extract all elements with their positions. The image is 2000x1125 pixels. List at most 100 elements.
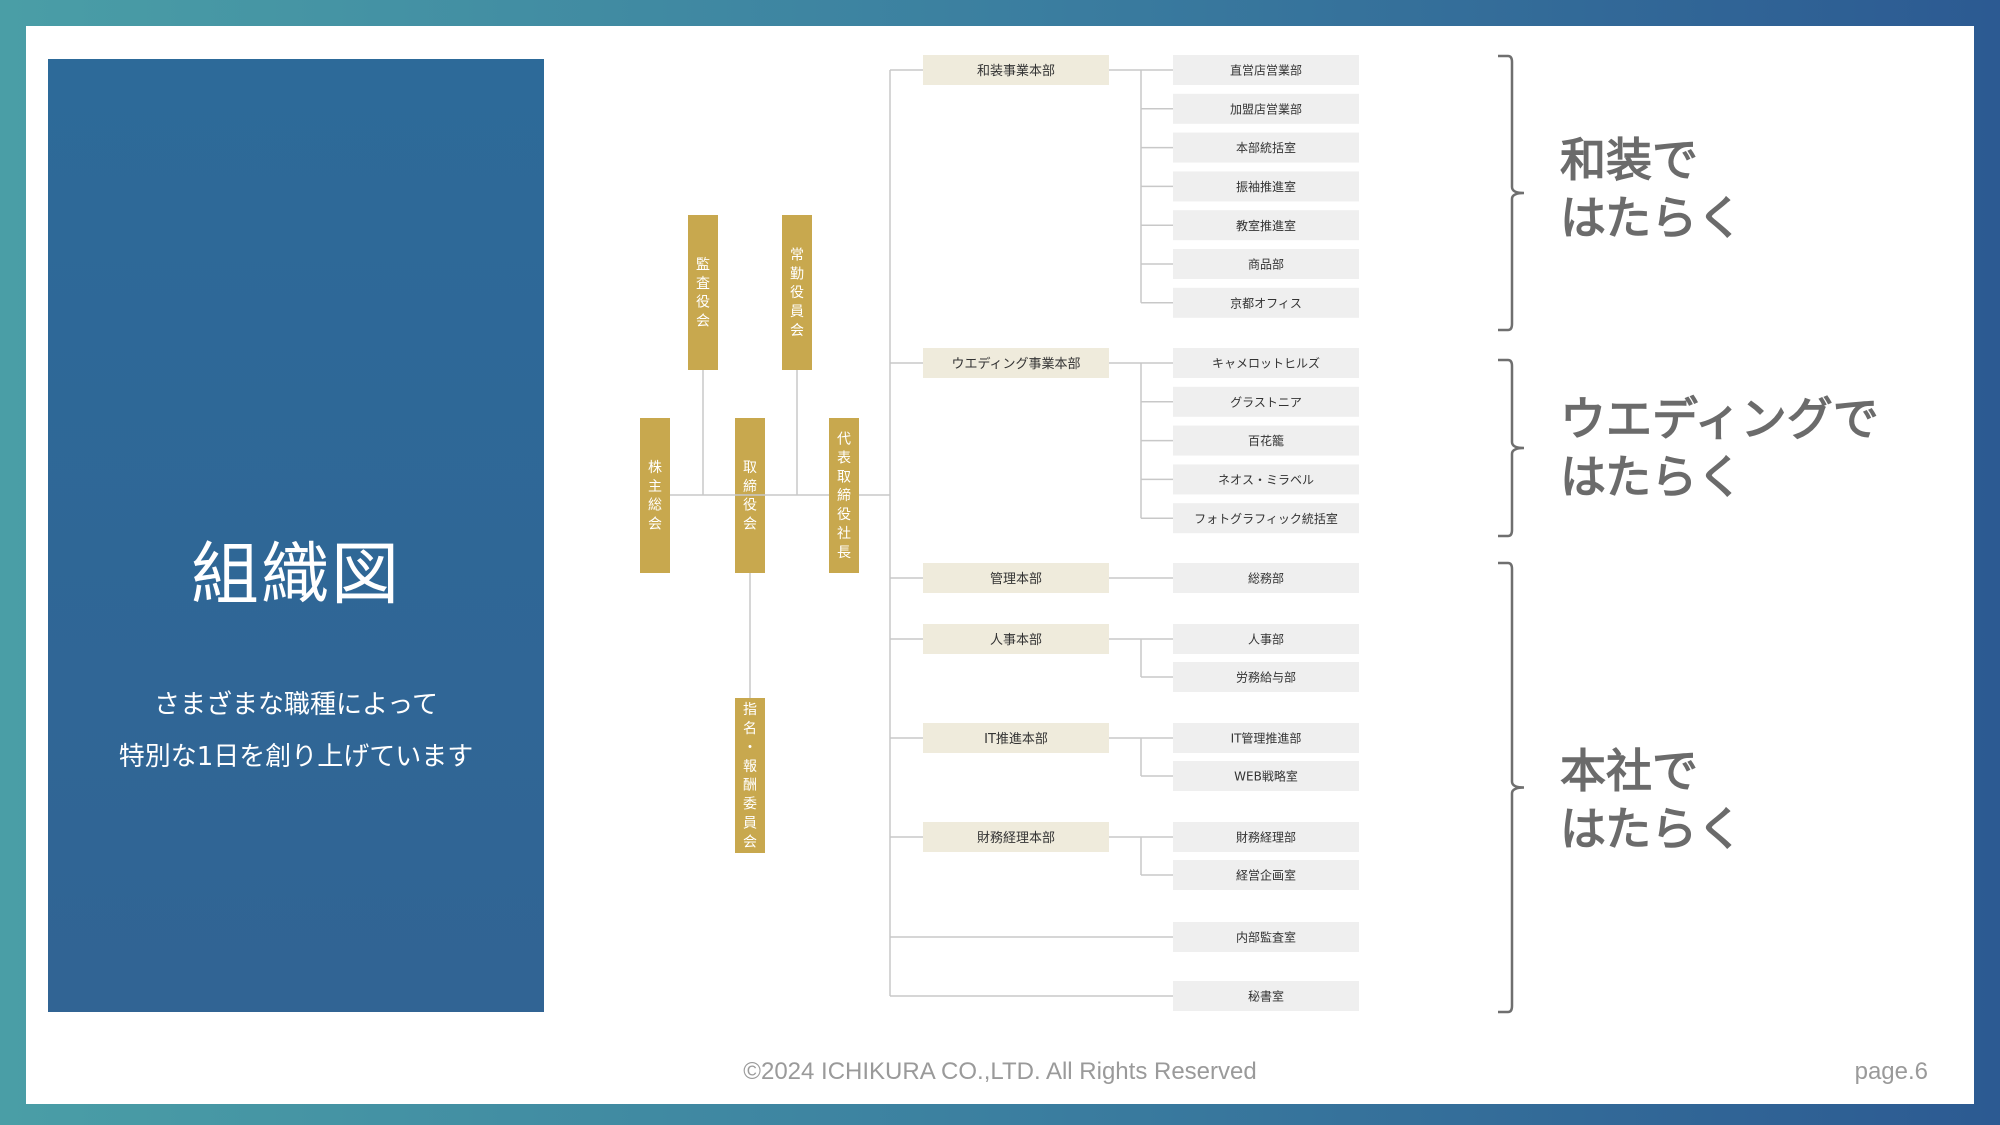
dept-0-5-box (1173, 249, 1359, 279)
dept-1-4-label: フォトグラフィック統括室 (1194, 511, 1338, 526)
dept-0-1-label: 加盟店営業部 (1230, 101, 1302, 116)
dept-5-0-box (1173, 822, 1359, 852)
dept-1-0-box (1173, 348, 1359, 378)
standalone-1-label: 秘書室 (1248, 989, 1284, 1004)
standalone-0-label: 内部監査室 (1236, 930, 1296, 945)
torishimariyakukai-char: 締 (743, 478, 757, 495)
daihyo-torishimariyaku-char: 取 (837, 469, 851, 485)
shimei-houshuu-iinkai-char: 指 (743, 702, 757, 718)
shimei-houshuu-iinkai-char: 名 (743, 721, 757, 737)
daihyo-torishimariyaku-char: 締 (837, 487, 851, 504)
dept-0-6-box (1173, 287, 1359, 318)
kansayakukai-char: 役 (696, 295, 710, 311)
standalone-1-box (1173, 981, 1359, 1011)
division-2-label: 管理本部 (990, 572, 1042, 587)
dept-3-0-box (1173, 624, 1359, 654)
bracket-wasou (1498, 54, 1525, 332)
kabunushi-soukai-char: 株 (648, 460, 662, 476)
daihyo-torishimariyaku-char: 役 (837, 507, 851, 523)
page-title: 組織図 (190, 536, 401, 615)
dept-0-5-label: 商品部 (1248, 257, 1284, 272)
dept-0-4-box (1173, 210, 1359, 241)
dept-1-0-label: キャメロットヒルズ (1212, 356, 1320, 371)
shimei-houshuu-iinkai-box (735, 698, 765, 853)
division-0-box (923, 55, 1109, 85)
dept-4-0-box (1173, 723, 1359, 753)
dept-0-2-label: 本部統括室 (1236, 140, 1296, 155)
joukinyakuinkai-box (782, 215, 812, 370)
dept-0-1-box (1173, 93, 1359, 124)
dept-3-1-box (1173, 662, 1359, 692)
division-5-label: 財務経理本部 (977, 831, 1055, 846)
division-3-label: 人事本部 (990, 633, 1042, 648)
dept-5-0-label: 財務経理部 (1236, 830, 1296, 845)
joukinyakuinkai-char: 常 (790, 247, 804, 263)
dept-1-3-label: ネオス・ミラベル (1218, 473, 1314, 487)
joukinyakuinkai-char: 員 (790, 304, 804, 320)
dept-2-0-label: 総務部 (1248, 571, 1284, 586)
division-3-box (923, 624, 1109, 654)
dept-1-2-box (1173, 425, 1359, 456)
dept-3-1-label: 労務給与部 (1236, 670, 1296, 685)
copyright: ©2024 ICHIKURA CO.,LTD. All Rights Reser… (743, 1058, 1257, 1085)
kabunushi-soukai-char: 総 (648, 498, 662, 514)
group-label-wasou: 和装ではたらく (1560, 133, 1744, 245)
dept-3-0-label: 人事部 (1248, 632, 1284, 647)
subtitle-line-1: さまざまな職種によって (154, 690, 438, 720)
division-0-label: 和装事業本部 (977, 63, 1055, 79)
joukinyakuinkai-char: 勤 (790, 266, 804, 282)
dept-0-4-label: 教室推進室 (1236, 218, 1296, 233)
page-number: page.6 (1854, 1058, 1928, 1085)
kabunushi-soukai-char: 主 (648, 479, 662, 495)
shimei-houshuu-iinkai-char: 委 (743, 797, 757, 813)
dept-1-1-box (1173, 386, 1359, 417)
shimei-houshuu-iinkai-char: 酬 (743, 778, 757, 794)
kansayakukai-char: 査 (696, 276, 710, 292)
standalone-0-box (1173, 922, 1359, 952)
daihyo-torishimariyaku-char: 表 (837, 450, 851, 466)
dept-0-0-label: 直営店営業部 (1230, 63, 1302, 78)
bracket-honsha (1498, 561, 1525, 1014)
dept-1-1-label: グラストニア (1230, 395, 1302, 409)
dept-4-1-label: WEB戦略室 (1234, 769, 1298, 784)
dept-0-2-box (1173, 132, 1359, 163)
dept-4-1-box (1173, 761, 1359, 791)
daihyo-torishimariyaku-char: 長 (837, 545, 851, 561)
dept-1-4-box (1173, 503, 1359, 534)
joukinyakuinkai-char: 会 (790, 323, 804, 339)
bracket-wedding (1498, 358, 1525, 538)
dept-1-2-label: 百花籠 (1248, 433, 1284, 448)
shimei-houshuu-iinkai-char: 報 (743, 759, 757, 775)
kansayakukai-box (688, 215, 718, 370)
kansayakukai-char: 監 (696, 256, 710, 273)
dept-1-3-box (1173, 464, 1359, 495)
daihyo-torishimariyaku-box (829, 418, 859, 573)
division-1-box (923, 348, 1109, 378)
division-1-label: ウエディング事業本部 (951, 356, 1080, 372)
dept-0-6-label: 京都オフィス (1230, 296, 1302, 310)
division-2-box (923, 563, 1109, 593)
dept-0-3-label: 振袖推進室 (1236, 179, 1296, 194)
division-5-box (923, 822, 1109, 852)
group-label-honsha: 本社ではたらく (1560, 744, 1744, 856)
subtitle: さまざまな職種によって 特別な1日を創り上げています (48, 679, 544, 783)
shimei-houshuu-iinkai-char: 会 (743, 834, 757, 850)
dept-5-1-box (1173, 860, 1359, 890)
torishimariyakukai-char: 役 (743, 498, 757, 514)
daihyo-torishimariyaku-char: 代 (837, 432, 851, 448)
torishimariyakukai-char: 取 (743, 460, 757, 476)
dept-4-0-label: IT管理推進部 (1231, 731, 1302, 746)
daihyo-torishimariyaku-char: 社 (837, 526, 851, 542)
division-4-label: IT推進本部 (984, 732, 1048, 747)
left-panel: 組織図 さまざまな職種によって 特別な1日を創り上げています (48, 59, 544, 1012)
shimei-houshuu-iinkai-char: 員 (743, 815, 757, 831)
joukinyakuinkai-char: 役 (790, 285, 804, 301)
torishimariyakukai-char: 会 (743, 517, 757, 533)
dept-0-3-box (1173, 171, 1359, 202)
dept-5-1-label: 経営企画室 (1236, 868, 1296, 883)
subtitle-line-2: 特別な1日を創り上げています (118, 742, 474, 772)
shimei-houshuu-iinkai-char: ・ (743, 740, 757, 756)
group-label-wedding: ウエディングではたらく (1560, 392, 1879, 504)
dept-2-0-box (1173, 563, 1359, 593)
